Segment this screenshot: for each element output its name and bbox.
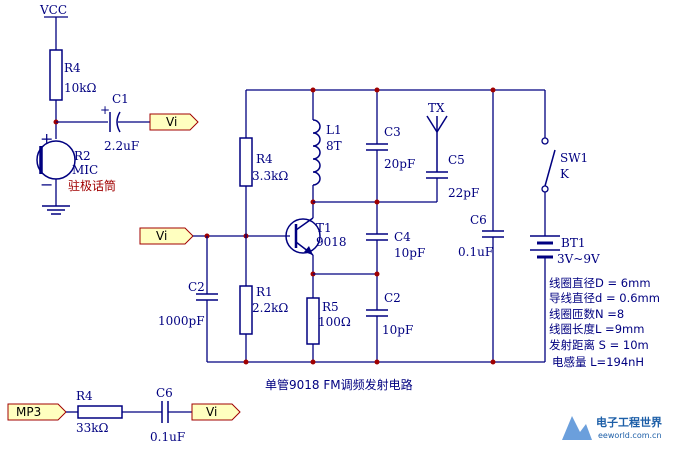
c6-mp3-value: 0.1uF — [150, 430, 185, 444]
switch-contact — [541, 137, 549, 145]
watermark-brand: 电子工程世界 — [596, 415, 662, 429]
logo-icon — [562, 416, 592, 440]
mp3-port-label: MP3 — [16, 405, 41, 419]
resistor-r4 — [239, 137, 253, 187]
vcc-label: VCC — [39, 3, 67, 17]
r4-mp3-ref: R4 — [76, 389, 93, 403]
watermark-logo: 电子工程世界 eeworld.com.cn — [562, 415, 662, 440]
spec-line: 线圈匝数N =8 — [549, 307, 624, 321]
spec-line: 电感量 L=194nH — [552, 355, 644, 369]
t1-ref: T1 — [316, 221, 332, 235]
mic-plus: + — [40, 129, 53, 148]
junction-dot — [374, 271, 380, 277]
vi-port-mic-label: Vi — [166, 115, 177, 129]
c2-left-ref: C2 — [188, 280, 205, 294]
resistor-r1 — [239, 285, 253, 335]
r4-ref: R4 — [256, 152, 273, 166]
vi-port-input — [139, 227, 194, 245]
mic-label: MIC — [72, 163, 98, 177]
c6-ref: C6 — [470, 213, 487, 227]
junction-dot — [374, 87, 380, 93]
c2-right-value: 10pF — [382, 323, 413, 337]
mic-description: 驻极话筒 — [68, 178, 116, 193]
t1-value: 9018 — [316, 235, 347, 249]
spec-line: 线圈直径D = 6mm — [549, 276, 651, 290]
junction-dot — [243, 359, 249, 365]
c4-ref: C4 — [394, 230, 411, 244]
resistor-r4-mp3 — [77, 405, 123, 419]
c2-left-value: 1000pF — [158, 314, 205, 328]
r4-value: 10kΩ — [64, 81, 97, 95]
antenna-icon — [426, 115, 438, 133]
junction-dot — [374, 359, 380, 365]
antenna-arm — [436, 115, 448, 133]
sw-ref: SW1 — [560, 151, 588, 165]
spec-line: 发射距离 S = 10m — [549, 338, 649, 352]
junction-dot — [310, 87, 316, 93]
transmitter-section: Vi C2 1000pF R4 3.3kΩ R1 2.2kΩ T1 9018 — [139, 87, 660, 392]
mp3-section: MP3 R4 33kΩ C6 0.1uF Vi — [7, 386, 241, 444]
transistor-collector — [295, 217, 314, 231]
inductor-l1 — [312, 119, 321, 186]
emitter-arrow-icon — [304, 246, 313, 255]
switch-contact — [541, 185, 549, 193]
watermark-site: eeworld.com.cn — [598, 431, 662, 440]
junction-dot — [310, 359, 316, 365]
r2-ref: R2 — [74, 149, 91, 163]
resistor-r4-mic — [49, 49, 63, 101]
vi-port-mp3-label: Vi — [206, 405, 217, 419]
circuit-title: 单管9018 FM调频发射电路 — [265, 377, 413, 392]
r5-value: 100Ω — [318, 315, 351, 329]
antenna-label: TX — [428, 101, 445, 115]
c1-value: 2.2uF — [104, 139, 139, 153]
c2-right-ref: C2 — [384, 291, 401, 305]
l1-ref: L1 — [326, 123, 342, 137]
bt-value: 3V~9V — [557, 252, 600, 266]
spec-line: 导线直径d = 0.6mm — [549, 291, 660, 305]
c5-ref: C5 — [448, 153, 465, 167]
c6-mp3-ref: C6 — [156, 386, 173, 400]
vi-port-mic — [149, 113, 199, 131]
c3-ref: C3 — [384, 125, 401, 139]
transistor-icon — [285, 218, 321, 254]
r4-value: 3.3kΩ — [252, 169, 288, 183]
c4-value: 10pF — [394, 246, 425, 260]
vi-port-input-label: Vi — [156, 229, 167, 243]
vi-port-mp3 — [191, 403, 241, 421]
c1-plus: + — [100, 103, 110, 117]
junction-dot — [374, 199, 380, 205]
junction-dot — [490, 359, 496, 365]
r5-ref: R5 — [322, 300, 339, 314]
c6-value: 0.1uF — [458, 245, 493, 259]
mp3-port — [7, 403, 67, 421]
c5-value: 22pF — [448, 186, 479, 200]
switch-icon — [544, 149, 556, 187]
bt-ref: BT1 — [561, 236, 585, 250]
mic-minus: − — [40, 175, 53, 194]
mic-section: VCC R4 10kΩ + C1 2.2uF Vi + − R2 MIC 驻极话… — [36, 3, 199, 215]
junction-dot — [490, 87, 496, 93]
c1-ref: C1 — [112, 92, 129, 106]
c1-plate-curved — [116, 111, 121, 133]
spec-line: 线圈长度L =9mm — [549, 322, 644, 336]
r1-value: 2.2kΩ — [252, 301, 288, 315]
c3-value: 20pF — [384, 157, 415, 171]
r1-ref: R1 — [256, 285, 273, 299]
l1-value: 8T — [326, 139, 342, 153]
r4-mp3-value: 33kΩ — [76, 421, 109, 435]
sw-value: K — [560, 167, 570, 181]
r4-ref: R4 — [64, 61, 81, 75]
